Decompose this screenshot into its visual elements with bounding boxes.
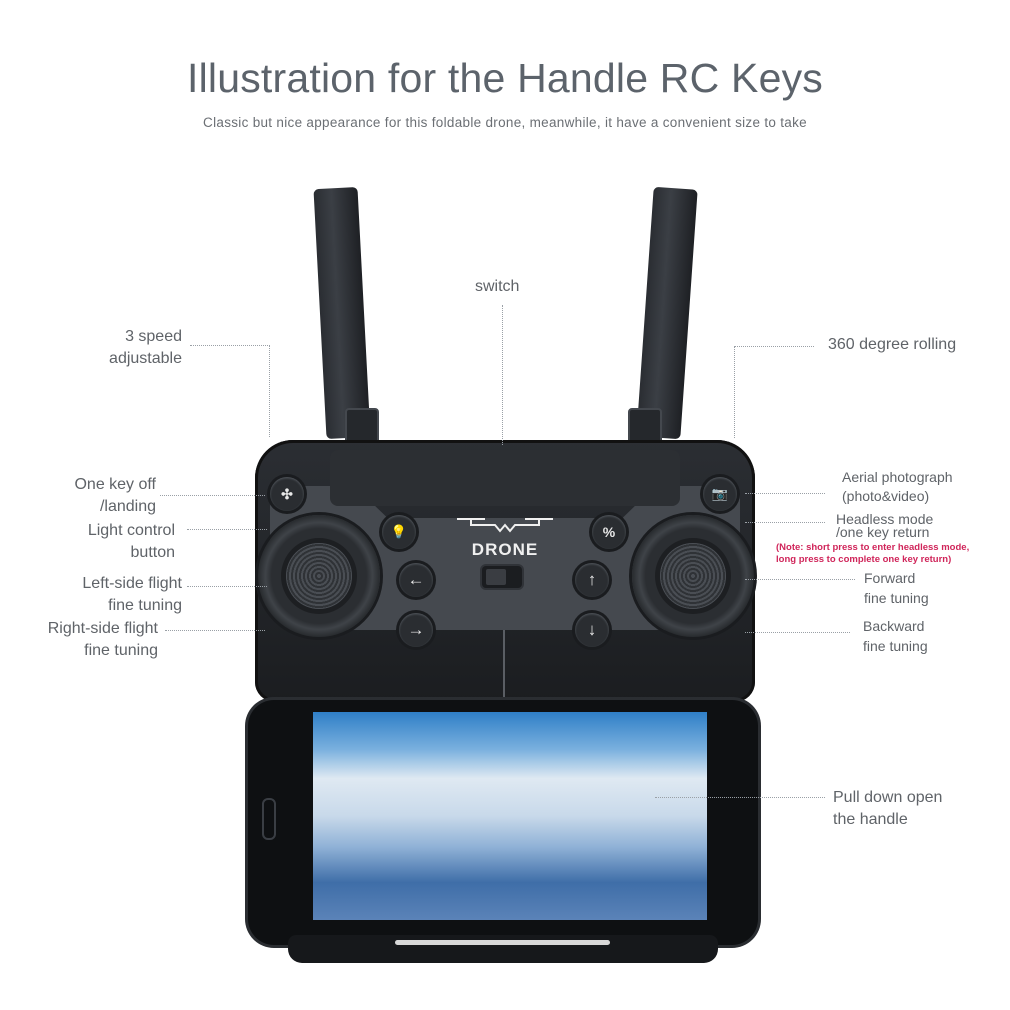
right-tuning-line2: fine tuning	[84, 642, 158, 659]
phone-holder-bar	[395, 940, 610, 945]
drone-logo-text: DRONE	[471, 540, 539, 559]
takeoff-landing-button[interactable]: ✣	[270, 477, 304, 511]
left-tuning-label: Left-side flight fine tuning	[20, 573, 182, 617]
headless-note-line2: long press to complete one key return)	[776, 554, 952, 565]
speed-label: 3 speed adjustable	[60, 326, 182, 370]
right-trim-button[interactable]: →	[399, 613, 433, 647]
headless-note-line1: (Note: short press to enter headless mod…	[776, 542, 970, 553]
one-key-line2: /landing	[99, 498, 156, 515]
arrow-down-icon: ↓	[587, 620, 597, 639]
page-subtitle: Classic but nice appearance for this fol…	[203, 115, 807, 130]
right-tuning-label: Right-side flight fine tuning	[10, 618, 158, 662]
pull-down-leader	[655, 797, 825, 798]
headless-line2: /one key return	[836, 524, 930, 540]
switch-label: switch	[475, 278, 520, 295]
speed-leader-h	[190, 345, 270, 346]
rolling-label: 360 degree rolling	[828, 336, 957, 353]
headless-leader	[745, 522, 825, 523]
forward-line2: fine tuning	[864, 590, 929, 606]
rolling-leader-v	[734, 346, 735, 438]
pull-down-label: Pull down open the handle	[833, 787, 942, 831]
backward-trim-button[interactable]: ↓	[575, 613, 609, 647]
aerial-line2: (photo&video)	[842, 488, 930, 504]
one-key-line1: One key off	[74, 476, 156, 493]
one-key-leader	[160, 495, 265, 496]
forward-leader	[745, 579, 855, 580]
left-joystick[interactable]	[286, 543, 352, 609]
backward-line1: Backward	[863, 618, 925, 634]
left-antenna	[313, 187, 371, 439]
light-line1: Light control	[87, 522, 175, 539]
pull-down-line2: the handle	[833, 811, 908, 828]
backward-label: Backward fine tuning	[863, 616, 928, 656]
light-label: Light control button	[20, 520, 175, 564]
page-title: Illustration for the Handle RC Keys	[187, 55, 823, 101]
right-tuning-line1: Right-side flight	[47, 620, 158, 637]
phone-holder-clamp[interactable]	[288, 935, 718, 963]
arrow-right-icon: →	[407, 620, 425, 639]
controller-top-cover	[330, 450, 680, 506]
backward-line2: fine tuning	[863, 638, 928, 654]
speed-label-line2: adjustable	[109, 350, 182, 367]
left-tuning-line1: Left-side flight	[82, 575, 182, 592]
light-line2: button	[130, 544, 175, 561]
rolling-leader-h	[734, 346, 814, 347]
arrow-up-icon: ↑	[587, 570, 597, 589]
aerial-label: Aerial photograph (photo&video)	[842, 468, 953, 506]
speed-leader-v	[269, 345, 270, 437]
left-tuning-line2: fine tuning	[108, 597, 182, 614]
left-tuning-leader	[187, 586, 267, 587]
right-joystick[interactable]	[660, 543, 726, 609]
forward-label: Forward fine tuning	[864, 568, 929, 608]
lightbulb-icon: 💡	[390, 524, 408, 539]
arrow-left-icon: ←	[407, 570, 425, 589]
camera-icon: 📷	[711, 486, 729, 501]
headless-note: (Note: short press to enter headless mod…	[776, 542, 969, 566]
left-trim-button[interactable]: ←	[399, 563, 433, 597]
takeoff-icon: ✣	[281, 486, 293, 502]
speed-label-line1: 3 speed	[125, 328, 182, 345]
forward-line1: Forward	[864, 570, 916, 586]
headless-line1: Headless mode	[836, 511, 934, 527]
phone-home-button	[262, 798, 276, 840]
controller-fold-seam	[503, 630, 505, 700]
light-control-button[interactable]: 💡	[382, 515, 416, 549]
power-switch-knob[interactable]	[486, 569, 506, 585]
camera-button[interactable]: 📷	[703, 477, 737, 511]
forward-trim-button[interactable]: ↑	[575, 563, 609, 597]
drone-logo-icon	[457, 518, 553, 533]
backward-leader	[745, 632, 850, 633]
aerial-leader	[745, 493, 825, 494]
light-leader	[187, 529, 267, 530]
right-antenna	[636, 186, 698, 440]
headless-label: Headless mode /one key return	[836, 511, 934, 540]
one-key-label: One key off /landing	[20, 474, 156, 518]
drone-logo: DRONE	[455, 515, 555, 560]
pull-down-line1: Pull down open	[833, 789, 943, 806]
right-tuning-leader	[165, 630, 265, 631]
aerial-line1: Aerial photograph	[842, 469, 953, 485]
phone-screen-aerial-view	[313, 712, 707, 920]
headless-mode-button[interactable]: %	[592, 515, 626, 549]
headless-icon: %	[602, 524, 616, 540]
switch-leader	[502, 305, 503, 445]
